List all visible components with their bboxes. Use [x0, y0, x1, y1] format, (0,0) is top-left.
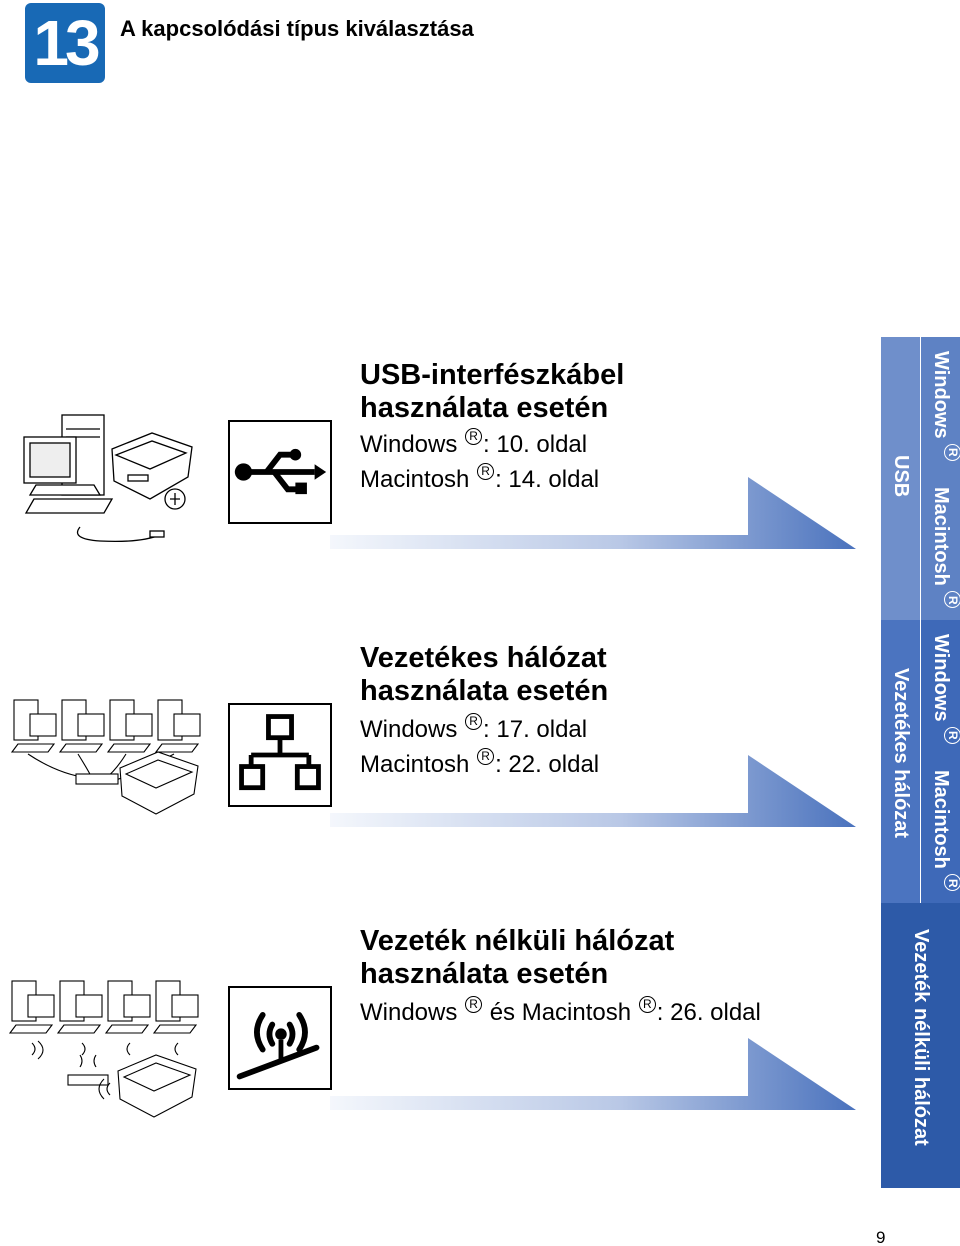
usb-tab: USB Windows R Macintosh R [880, 337, 960, 620]
usb-tab-windows: Windows R [929, 351, 960, 462]
usb-tab-label: USB [890, 455, 912, 498]
wired-network-icon-box [228, 703, 332, 807]
usb-section: USB-interfészkábel használata esetén Win… [0, 337, 880, 620]
wireless-network-tab: Vezeték nélküli hálózat [880, 903, 960, 1188]
wireless-arrow [330, 1038, 856, 1110]
usb-icon [234, 448, 327, 495]
wired-tab-label: Vezetékes hálózat [890, 668, 912, 839]
usb-heading-line-2: használata esetén [360, 392, 609, 424]
wired-tab-windows: Windows R [929, 634, 960, 745]
wired-network-illustration [10, 699, 201, 815]
wired-network-icon [239, 714, 321, 791]
usb-windows-page-ref: Windows R: 10. oldal [360, 428, 588, 458]
wired-windows-page-ref: Windows R: 17. oldal [360, 713, 588, 743]
page-number: 9 [876, 1228, 886, 1246]
wireless-heading-line-2: használata esetén [360, 958, 609, 990]
page-title: A kapcsolódási típus kiválasztása [120, 16, 474, 41]
step-number-badge: 13 [25, 3, 105, 83]
wired-network-tab: Vezetékes hálózat Windows R Macintosh R [880, 620, 960, 903]
usb-tab-macintosh: Macintosh R [929, 487, 960, 609]
usb-tab-label-column: USB [880, 337, 920, 620]
usb-tab-os-column: Windows R Macintosh R [920, 337, 960, 620]
wired-arrow [330, 755, 856, 827]
wired-network-section: Vezetékes hálózat használata esetén Wind… [0, 620, 880, 903]
wireless-icon-box [228, 986, 332, 1090]
wireless-icon [236, 1012, 320, 1080]
wired-heading-line-2: használata esetén [360, 675, 609, 707]
registered-mark: R [465, 428, 483, 445]
wired-tab-os-column: Windows R Macintosh R [920, 620, 960, 903]
wired-tab-macintosh: Macintosh R [929, 770, 960, 892]
registered-mark: R [465, 713, 483, 730]
wireless-tab-column: Vezeték nélküli hálózat [880, 903, 960, 1188]
wireless-page-ref: Windows R és Macintosh R: 26. oldal [360, 996, 761, 1026]
registered-mark: R [638, 996, 656, 1013]
usb-icon-box [228, 420, 332, 524]
wired-tab-label-column: Vezetékes hálózat [880, 620, 920, 903]
registered-mark: R [477, 463, 495, 480]
wireless-heading-line-1: Vezeték nélküli hálózat [360, 925, 675, 957]
registered-mark: R [477, 748, 495, 765]
wired-heading-line-1: Vezetékes hálózat [360, 642, 607, 674]
usb-macintosh-page-ref: Macintosh R: 14. oldal [360, 463, 600, 493]
usb-heading-line-1: USB-interfészkábel [360, 359, 625, 391]
registered-mark: R [465, 996, 483, 1013]
wireless-network-illustration [8, 980, 199, 1118]
usb-arrow [330, 477, 856, 549]
wireless-network-section: Vezeték nélküli hálózat használata eseté… [0, 903, 880, 1188]
wired-macintosh-page-ref: Macintosh R: 22. oldal [360, 748, 600, 778]
wireless-tab-label: Vezeték nélküli hálózat [910, 929, 932, 1146]
computer-printer-usb-illustration [23, 414, 193, 543]
